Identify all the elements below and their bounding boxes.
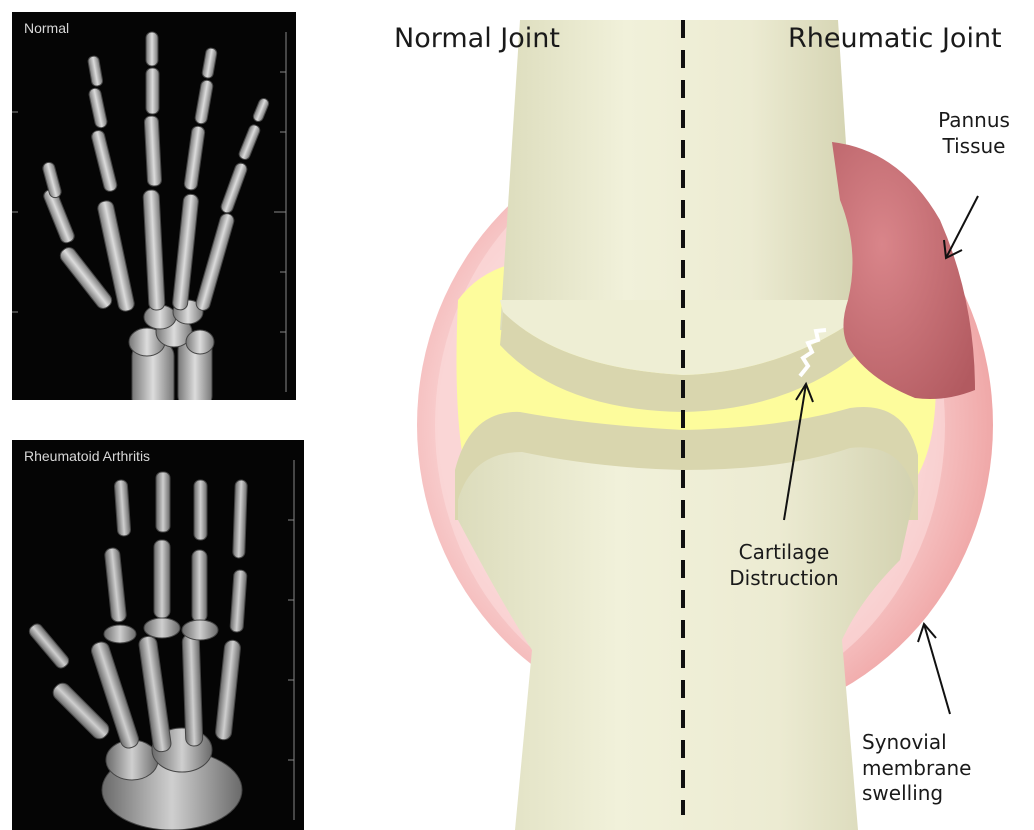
synovial-membrane-label: Synovial membrane swelling bbox=[862, 730, 982, 807]
synovial-label-line2: membrane bbox=[862, 756, 982, 782]
cartilage-label-line2: Distruction bbox=[708, 566, 860, 592]
synovial-arrow bbox=[924, 624, 950, 714]
pannus-label-line1: Pannus bbox=[924, 108, 1024, 134]
rheumatic-joint-title: Rheumatic Joint bbox=[788, 22, 1002, 57]
cartilage-destruction-label: Cartilage Distruction bbox=[708, 540, 860, 591]
synovial-label-line3: swelling bbox=[862, 781, 982, 807]
normal-joint-title: Normal Joint bbox=[394, 22, 560, 57]
pannus-label-line2: Tissue bbox=[924, 134, 1024, 160]
pannus-arrow bbox=[946, 196, 978, 258]
pannus-tissue-label: Pannus Tissue bbox=[924, 108, 1024, 159]
synovial-label-line1: Synovial bbox=[862, 730, 982, 756]
cartilage-label-line1: Cartilage bbox=[708, 540, 860, 566]
upper-bone bbox=[500, 20, 858, 330]
